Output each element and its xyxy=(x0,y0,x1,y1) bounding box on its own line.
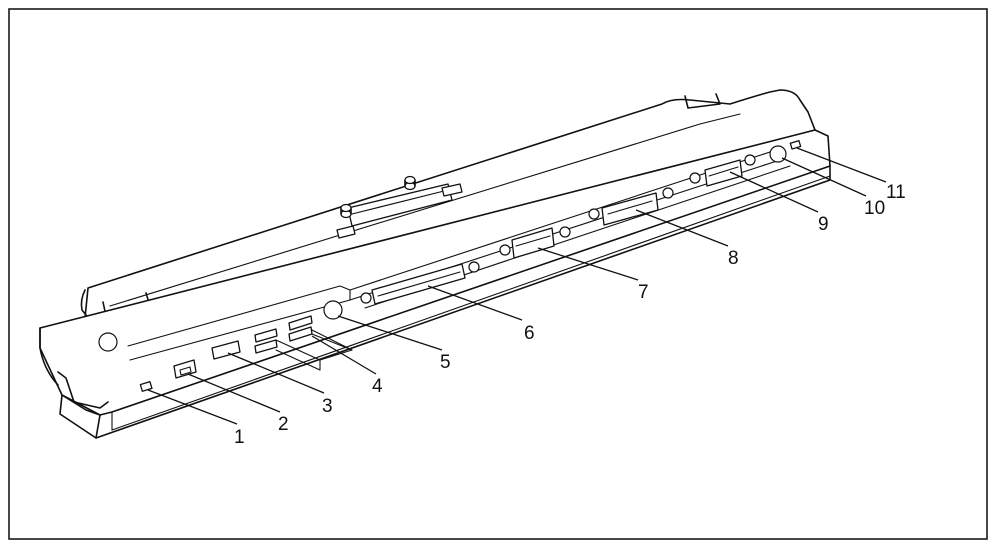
callout-9: 9 xyxy=(818,214,829,235)
ps2-port xyxy=(323,300,343,320)
top-docking-connector xyxy=(336,175,463,239)
callout-10: 10 xyxy=(864,198,885,219)
callout-6: 6 xyxy=(524,323,535,344)
displayport-port xyxy=(211,340,241,360)
serial-port xyxy=(499,226,571,259)
leader-lines xyxy=(147,147,887,425)
security-slot-right xyxy=(789,140,802,150)
callout-11: 11 xyxy=(886,182,906,203)
callout-4: 4 xyxy=(372,376,383,397)
vga-port xyxy=(689,154,756,187)
callout-5: 5 xyxy=(440,352,451,373)
docking-station xyxy=(39,89,831,439)
parallel-port xyxy=(360,261,480,305)
callout-2: 2 xyxy=(278,414,289,435)
callout-1: 1 xyxy=(234,427,245,448)
dvi-port xyxy=(588,187,674,226)
callout-3: 3 xyxy=(322,396,333,417)
callout-8: 8 xyxy=(728,248,739,269)
dc-in-port xyxy=(769,145,787,163)
power-button-icon xyxy=(98,332,118,352)
security-slot xyxy=(139,381,153,392)
usb-ports xyxy=(254,315,353,371)
callout-numbers: 1 2 3 4 5 6 7 8 9 10 11 xyxy=(234,182,906,448)
lan-port xyxy=(173,359,197,379)
callout-7: 7 xyxy=(638,282,649,303)
